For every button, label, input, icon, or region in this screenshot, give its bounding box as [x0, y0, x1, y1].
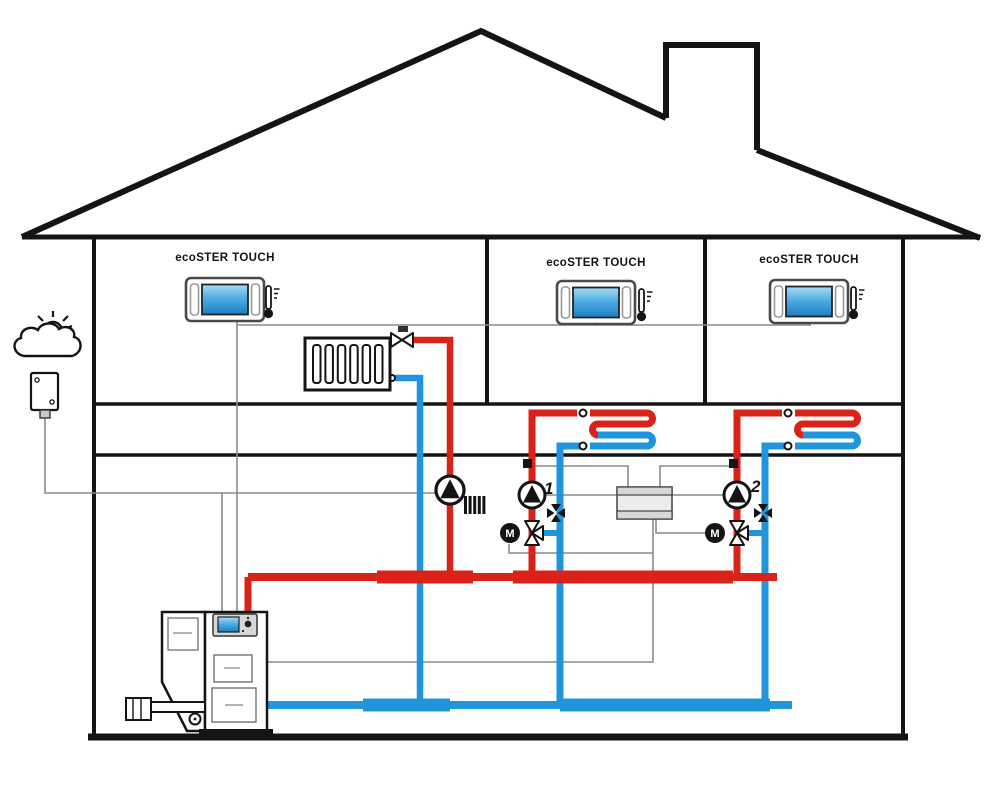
mixing-valve-1-icon	[524, 520, 544, 546]
coil1-supply-connector	[578, 408, 588, 418]
valve-motor1-wire	[508, 544, 653, 554]
room-panel-2-label: ecoSTER TOUCH	[546, 257, 646, 269]
room-panel-3-label: ecoSTER TOUCH	[759, 254, 859, 266]
radiator-pump-icon	[434, 474, 466, 506]
circuit-2-number: 2	[751, 477, 761, 496]
coil1-return-pipe	[556, 442, 583, 705]
circuit-1-number: 1	[544, 479, 554, 498]
outdoor-sensor	[29, 371, 60, 419]
thermometer-icon-1	[262, 285, 281, 320]
floor-coil2-supply-loop	[794, 409, 861, 439]
pellet-boiler	[125, 610, 273, 738]
control-wires	[44, 321, 811, 663]
outdoor-sensor-wire	[44, 418, 437, 494]
weather-station	[13, 311, 82, 419]
module-top-bar	[616, 486, 673, 496]
return-pipes	[267, 374, 861, 712]
radiator	[303, 326, 414, 392]
valve-motor-2	[705, 523, 725, 543]
floor-coil1-supply-loop	[589, 409, 656, 439]
feeder-motor	[125, 697, 152, 721]
boiler-base	[199, 729, 273, 738]
valve-motor-1-label: M	[505, 528, 514, 540]
room-panel-1-label: ecoSTER TOUCH	[175, 252, 275, 264]
mixing-valve-2-icon	[729, 520, 749, 546]
circuit2-pipe-sensor	[729, 459, 738, 468]
thermometer-icon-3	[848, 286, 866, 321]
room-panel-2	[555, 279, 637, 326]
valve-motor-2-label: M	[710, 528, 719, 540]
valve-motor-1	[500, 523, 520, 543]
feeder-tube	[150, 701, 206, 713]
radiator-return-pipe	[395, 374, 424, 705]
floor-coil2-return-loop	[795, 431, 861, 450]
boiler-screen	[217, 616, 240, 633]
thermometer-icon-2	[636, 288, 654, 323]
circuit1-pump-icon	[517, 480, 547, 510]
boiler-knob	[244, 620, 252, 628]
thermostatic-head-icon	[398, 326, 408, 332]
boiler-control-panel	[212, 613, 258, 637]
coil2-return-connector	[783, 441, 793, 451]
coil2-supply-connector	[783, 408, 793, 418]
thermostatic-valve-icon	[390, 332, 414, 348]
roof-outline	[20, 27, 982, 241]
sensor2-wire	[659, 465, 731, 487]
circuit2-pump-icon	[722, 480, 752, 510]
valve-motor2-wire	[655, 519, 707, 534]
expansion-module	[616, 486, 673, 520]
room-panel-3	[768, 278, 850, 325]
floor-coil1-return-loop	[590, 431, 656, 450]
coil2-return-pipe	[761, 442, 788, 705]
radiator-fins	[312, 344, 384, 384]
module-bottom-bar	[616, 510, 673, 520]
radiator-circuit-icon	[464, 496, 486, 514]
room-panel-1	[184, 276, 266, 323]
hopper-label-plate	[167, 617, 199, 651]
coil1-return-connector	[578, 441, 588, 451]
fuel-feeder	[125, 697, 206, 726]
sun-cloud-icon	[13, 311, 82, 358]
module-to-boiler-wire	[267, 519, 654, 663]
circuit1-pipe-sensor	[523, 459, 532, 468]
